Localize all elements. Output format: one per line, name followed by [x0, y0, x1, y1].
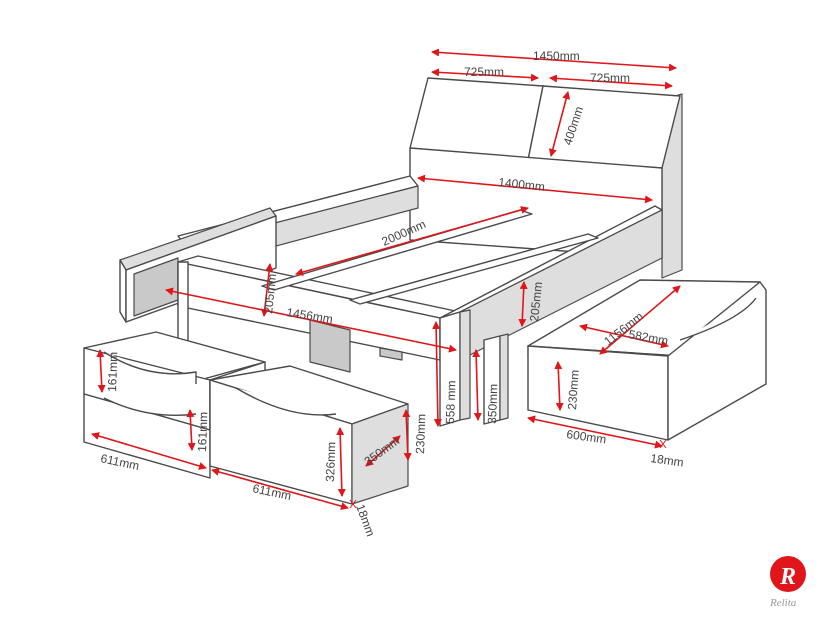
svg-text:R: R: [779, 564, 796, 590]
right-drawer-front: [527, 345, 669, 441]
label-drawer-large-thickness: 18mm: [650, 451, 685, 470]
relita-logo-text: Relita: [769, 597, 797, 609]
dimension-lines: [91, 48, 681, 510]
label-bed-height: 558 mm: [443, 380, 459, 424]
left-drawer-stack: [83, 331, 409, 505]
relita-logo: R Relita: [769, 556, 806, 609]
label-rail-height-left: 205mm: [261, 273, 279, 314]
label-leg-height: 350mm: [485, 384, 500, 424]
label-drawer-large-width: 582mm: [627, 327, 669, 348]
dimension-labels: 1450mm 725mm 725mm 400mm 1400mm 2000mm 1…: [99, 49, 684, 538]
label-drawer-small-thickness: 18mm: [353, 502, 378, 538]
label-inner-width: 1400mm: [498, 175, 546, 194]
label-headboard-left: 725mm: [464, 65, 504, 79]
relita-logo-icon: [770, 556, 806, 592]
thickness-markers: [349, 439, 667, 509]
label-drawer-small-height: 326mm: [323, 442, 338, 482]
label-drawer-small-side: 230mm: [413, 414, 428, 454]
label-drawer-front-lower: 161mm: [195, 412, 210, 452]
label-drawer-large-height: 230mm: [565, 369, 582, 410]
label-drawer-front-upper: 161mm: [105, 352, 120, 392]
label-headboard-total-width: 1450mm: [533, 49, 580, 63]
label-headboard-right: 725mm: [590, 71, 630, 85]
label-rail-height-right: 205mm: [527, 281, 545, 322]
label-drawer-large-outer: 600mm: [566, 427, 608, 446]
headboard-panel-left: [409, 77, 544, 161]
